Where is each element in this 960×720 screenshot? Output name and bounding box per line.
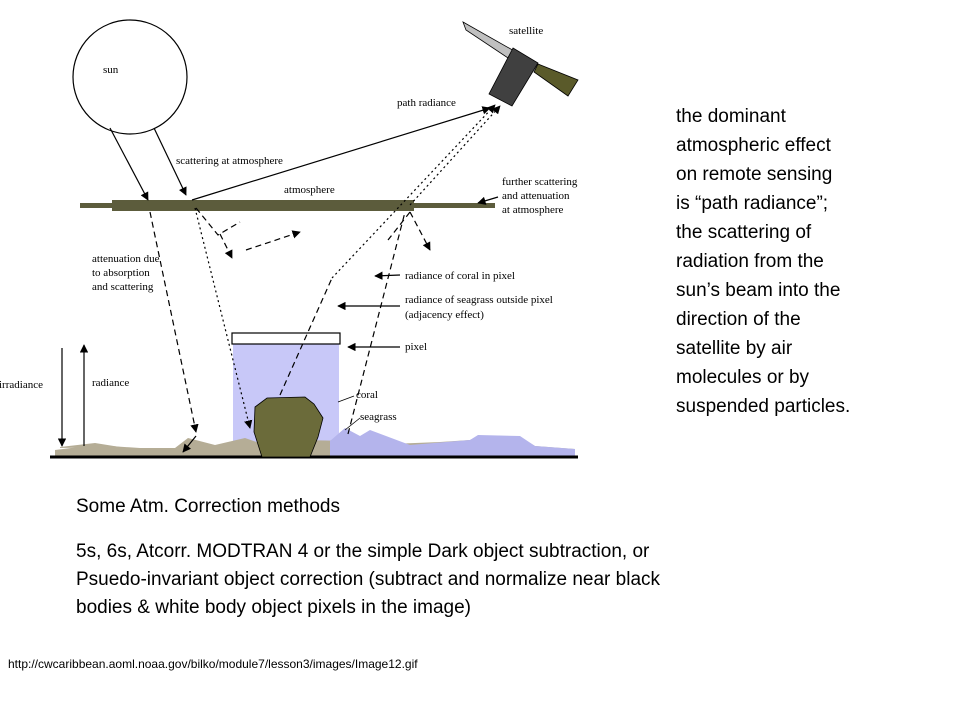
- label-radiance-seagrass-2: (adjacency effect): [405, 309, 484, 321]
- label-attenuation-2: to absorption: [92, 267, 150, 279]
- explanation-line: on remote sensing: [676, 164, 833, 185]
- methods-line: 5s, 6s, Atcorr. MODTRAN 4 or the simple …: [76, 541, 650, 562]
- sun-icon: [72, 19, 188, 135]
- explanation-line: sun’s beam into the: [676, 280, 841, 301]
- path-radiance-explanation: the dominant atmospheric effect on remot…: [676, 102, 946, 421]
- label-irradiance: irradiance: [0, 379, 43, 391]
- coral-shape: [253, 396, 324, 458]
- radiation-arrows: [57, 104, 501, 453]
- label-attenuation-1: attenuation due: [92, 253, 160, 265]
- satellite-icon: [462, 21, 579, 107]
- label-radiance: radiance: [92, 377, 129, 389]
- label-radiance-coral: radiance of coral in pixel: [405, 270, 515, 282]
- label-path-radiance: path radiance: [397, 97, 456, 109]
- label-further-scattering-1: further scattering: [502, 176, 578, 188]
- explanation-line: suspended particles.: [676, 396, 851, 417]
- source-url: http://cwcaribbean.aoml.noaa.gov/bilko/m…: [8, 657, 418, 671]
- pixel-box: [231, 332, 341, 345]
- label-radiance-seagrass-1: radiance of seagrass outside pixel: [405, 294, 553, 306]
- label-satellite: satellite: [509, 25, 543, 37]
- methods-line: Psuedo-invariant object correction (subt…: [76, 569, 661, 590]
- methods-heading: Some Atm. Correction methods: [76, 496, 340, 517]
- explanation-line: the scattering of: [676, 222, 812, 243]
- explanation-line: direction of the: [676, 309, 801, 330]
- explanation-line: molecules or by: [676, 367, 810, 388]
- explanation-line: is “path radiance”;: [676, 193, 829, 214]
- label-coral: coral: [356, 389, 378, 401]
- methods-body: 5s, 6s, Atcorr. MODTRAN 4 or the simple …: [76, 538, 876, 622]
- label-further-scattering-3: at atmosphere: [502, 204, 564, 216]
- label-atmosphere: atmosphere: [284, 184, 335, 196]
- explanation-line: atmospheric effect: [676, 135, 831, 156]
- methods-line: bodies & white body object pixels in the…: [76, 597, 472, 618]
- explanation-line: radiation from the: [676, 251, 824, 272]
- label-sun: sun: [103, 64, 119, 76]
- explanation-line: satellite by air: [676, 338, 793, 359]
- label-pixel: pixel: [405, 341, 427, 353]
- label-seagrass: seagrass: [360, 411, 397, 423]
- explanation-line: the dominant: [676, 106, 786, 127]
- label-scattering-at-atmosphere: scattering at atmosphere: [176, 155, 283, 167]
- label-further-scattering-2: and attenuation: [502, 190, 570, 202]
- atmospheric-effects-diagram: sun satellite path radiance scattering a…: [0, 19, 579, 459]
- label-attenuation-3: and scattering: [92, 281, 154, 293]
